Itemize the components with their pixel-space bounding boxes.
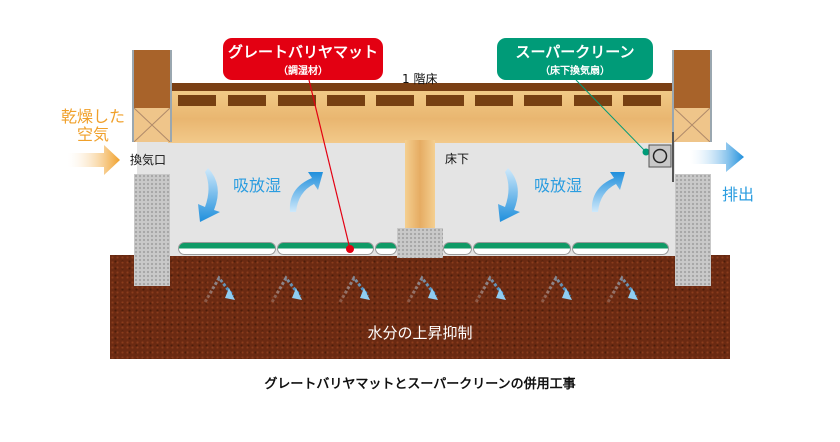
left-wall [132,50,172,108]
right-foundation [675,174,711,286]
vent-label: 換気口 [130,153,167,167]
humidity-mat [572,242,669,255]
joist-block [178,95,216,106]
mat-label: グレートバリヤマット （調湿材） [223,38,383,80]
caption: グレートバリヤマットとスーパークリーンの併用工事 [264,377,576,392]
joist-block [376,95,414,106]
mat-pointer-dot [346,245,354,253]
fan-leader-line [575,79,647,153]
dry-air-arrow [68,145,120,175]
humidity-mat [473,242,571,255]
exhaust-label: 排出 [722,185,755,204]
post-base [397,228,443,258]
left-foundation [134,174,170,286]
right-wall [672,50,712,108]
humidity-mat [443,242,472,255]
joist-block [623,95,661,106]
joist-block [524,95,562,106]
humidity-mat [375,242,397,255]
joist-block [426,95,464,106]
floor-board [168,83,672,91]
joist-block [327,95,365,106]
fan-label: スーパークリーン （床下換気扇） [497,38,653,80]
joist-block [475,95,513,106]
up-arrow-left [289,172,323,212]
dry-air-label: 乾燥した空気 [60,107,125,144]
down-arrow-right [498,168,520,222]
humidity-mat [178,242,276,255]
mat-title: グレートバリヤマット [227,43,378,61]
down-arrow-left [198,168,220,222]
fan-pointer-dot [642,148,650,156]
joist-block [574,95,612,106]
moisture-suppression-arrows [203,275,638,303]
exhaust-arrow [690,142,744,172]
mat-leader-line [308,79,351,250]
moisture-label: 水分の上昇抑制 [367,324,473,342]
absorb-label-right: 吸放湿 [534,176,583,195]
left-sill [132,107,172,143]
fan-subtitle: （床下換気扇） [540,66,610,77]
fan-title: スーパークリーン [515,43,635,61]
right-sill [672,107,712,143]
first-floor-label: 1 階床 [402,72,438,86]
joist-block [228,95,266,106]
mat-subtitle: （調湿材） [278,66,328,77]
absorb-label-left: 吸放湿 [233,176,282,195]
underfloor-label: 床下 [445,152,470,166]
ventilation-fan-icon [648,132,674,182]
up-arrow-right [591,172,625,212]
floor-post [405,140,435,232]
joist-block [278,95,316,106]
soil [110,255,730,359]
